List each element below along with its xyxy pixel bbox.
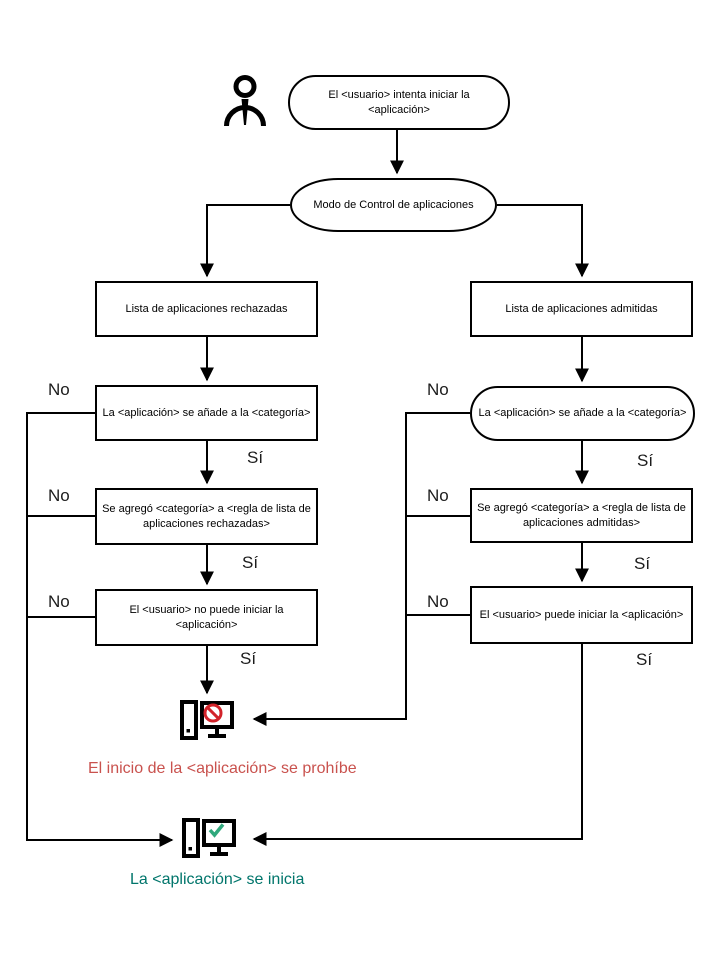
edge-label-yes: Sí (240, 649, 257, 668)
node-deny-result: El <usuario> no puede iniciar la <aplica… (95, 589, 318, 646)
node-allow-category: La <aplicación> se añade a la <categoría… (470, 386, 695, 441)
edge-mode-to-denylist (200, 204, 290, 278)
node-application-control-mode: Modo de Control de aplicaciones (290, 178, 497, 232)
blocked-outcome-text: El inicio de la <aplicación> se prohíbe (88, 760, 357, 777)
edge-label-yes: Sí (636, 650, 653, 669)
node-deny-category: La <aplicación> se añade a la <categoría… (95, 385, 318, 441)
edge-label-no: No (48, 592, 70, 611)
check-icon (208, 823, 225, 838)
node-allow-result: El <usuario> puede iniciar la <aplicació… (470, 586, 693, 644)
edge-label-yes: Sí (247, 448, 264, 467)
edge-label-yes: Sí (242, 553, 259, 572)
allowed-computer-icon (182, 818, 236, 858)
edge-label-no: No (427, 486, 449, 505)
node-denylist: Lista de aplicaciones rechazadas (95, 281, 318, 337)
edge-label-yes: Sí (634, 554, 651, 573)
blocked-computer-icon (180, 700, 234, 740)
user-icon (224, 75, 266, 127)
edge-left-no-rail (26, 412, 174, 847)
node-allowlist: Lista de aplicaciones admitidas (470, 281, 693, 337)
edge-allow-result-to-icon (252, 644, 583, 846)
edge-label-no: No (48, 380, 70, 399)
edge-right-no-rail (252, 412, 470, 726)
node-deny-rule: Se agregó <categoría> a <regla de lista … (95, 488, 318, 545)
node-allow-rule: Se agregó <categoría> a <regla de lista … (470, 488, 693, 543)
edge-label-no: No (48, 486, 70, 505)
node-start: El <usuario> intenta iniciar la <aplicac… (288, 75, 510, 130)
edge-label-no: No (427, 380, 449, 399)
prohibition-icon (203, 703, 223, 723)
edge-label-no: No (427, 592, 449, 611)
edge-mode-to-allowlist (497, 204, 589, 278)
started-outcome-text: La <aplicación> se inicia (130, 871, 305, 888)
edge-label-yes: Sí (637, 451, 654, 470)
